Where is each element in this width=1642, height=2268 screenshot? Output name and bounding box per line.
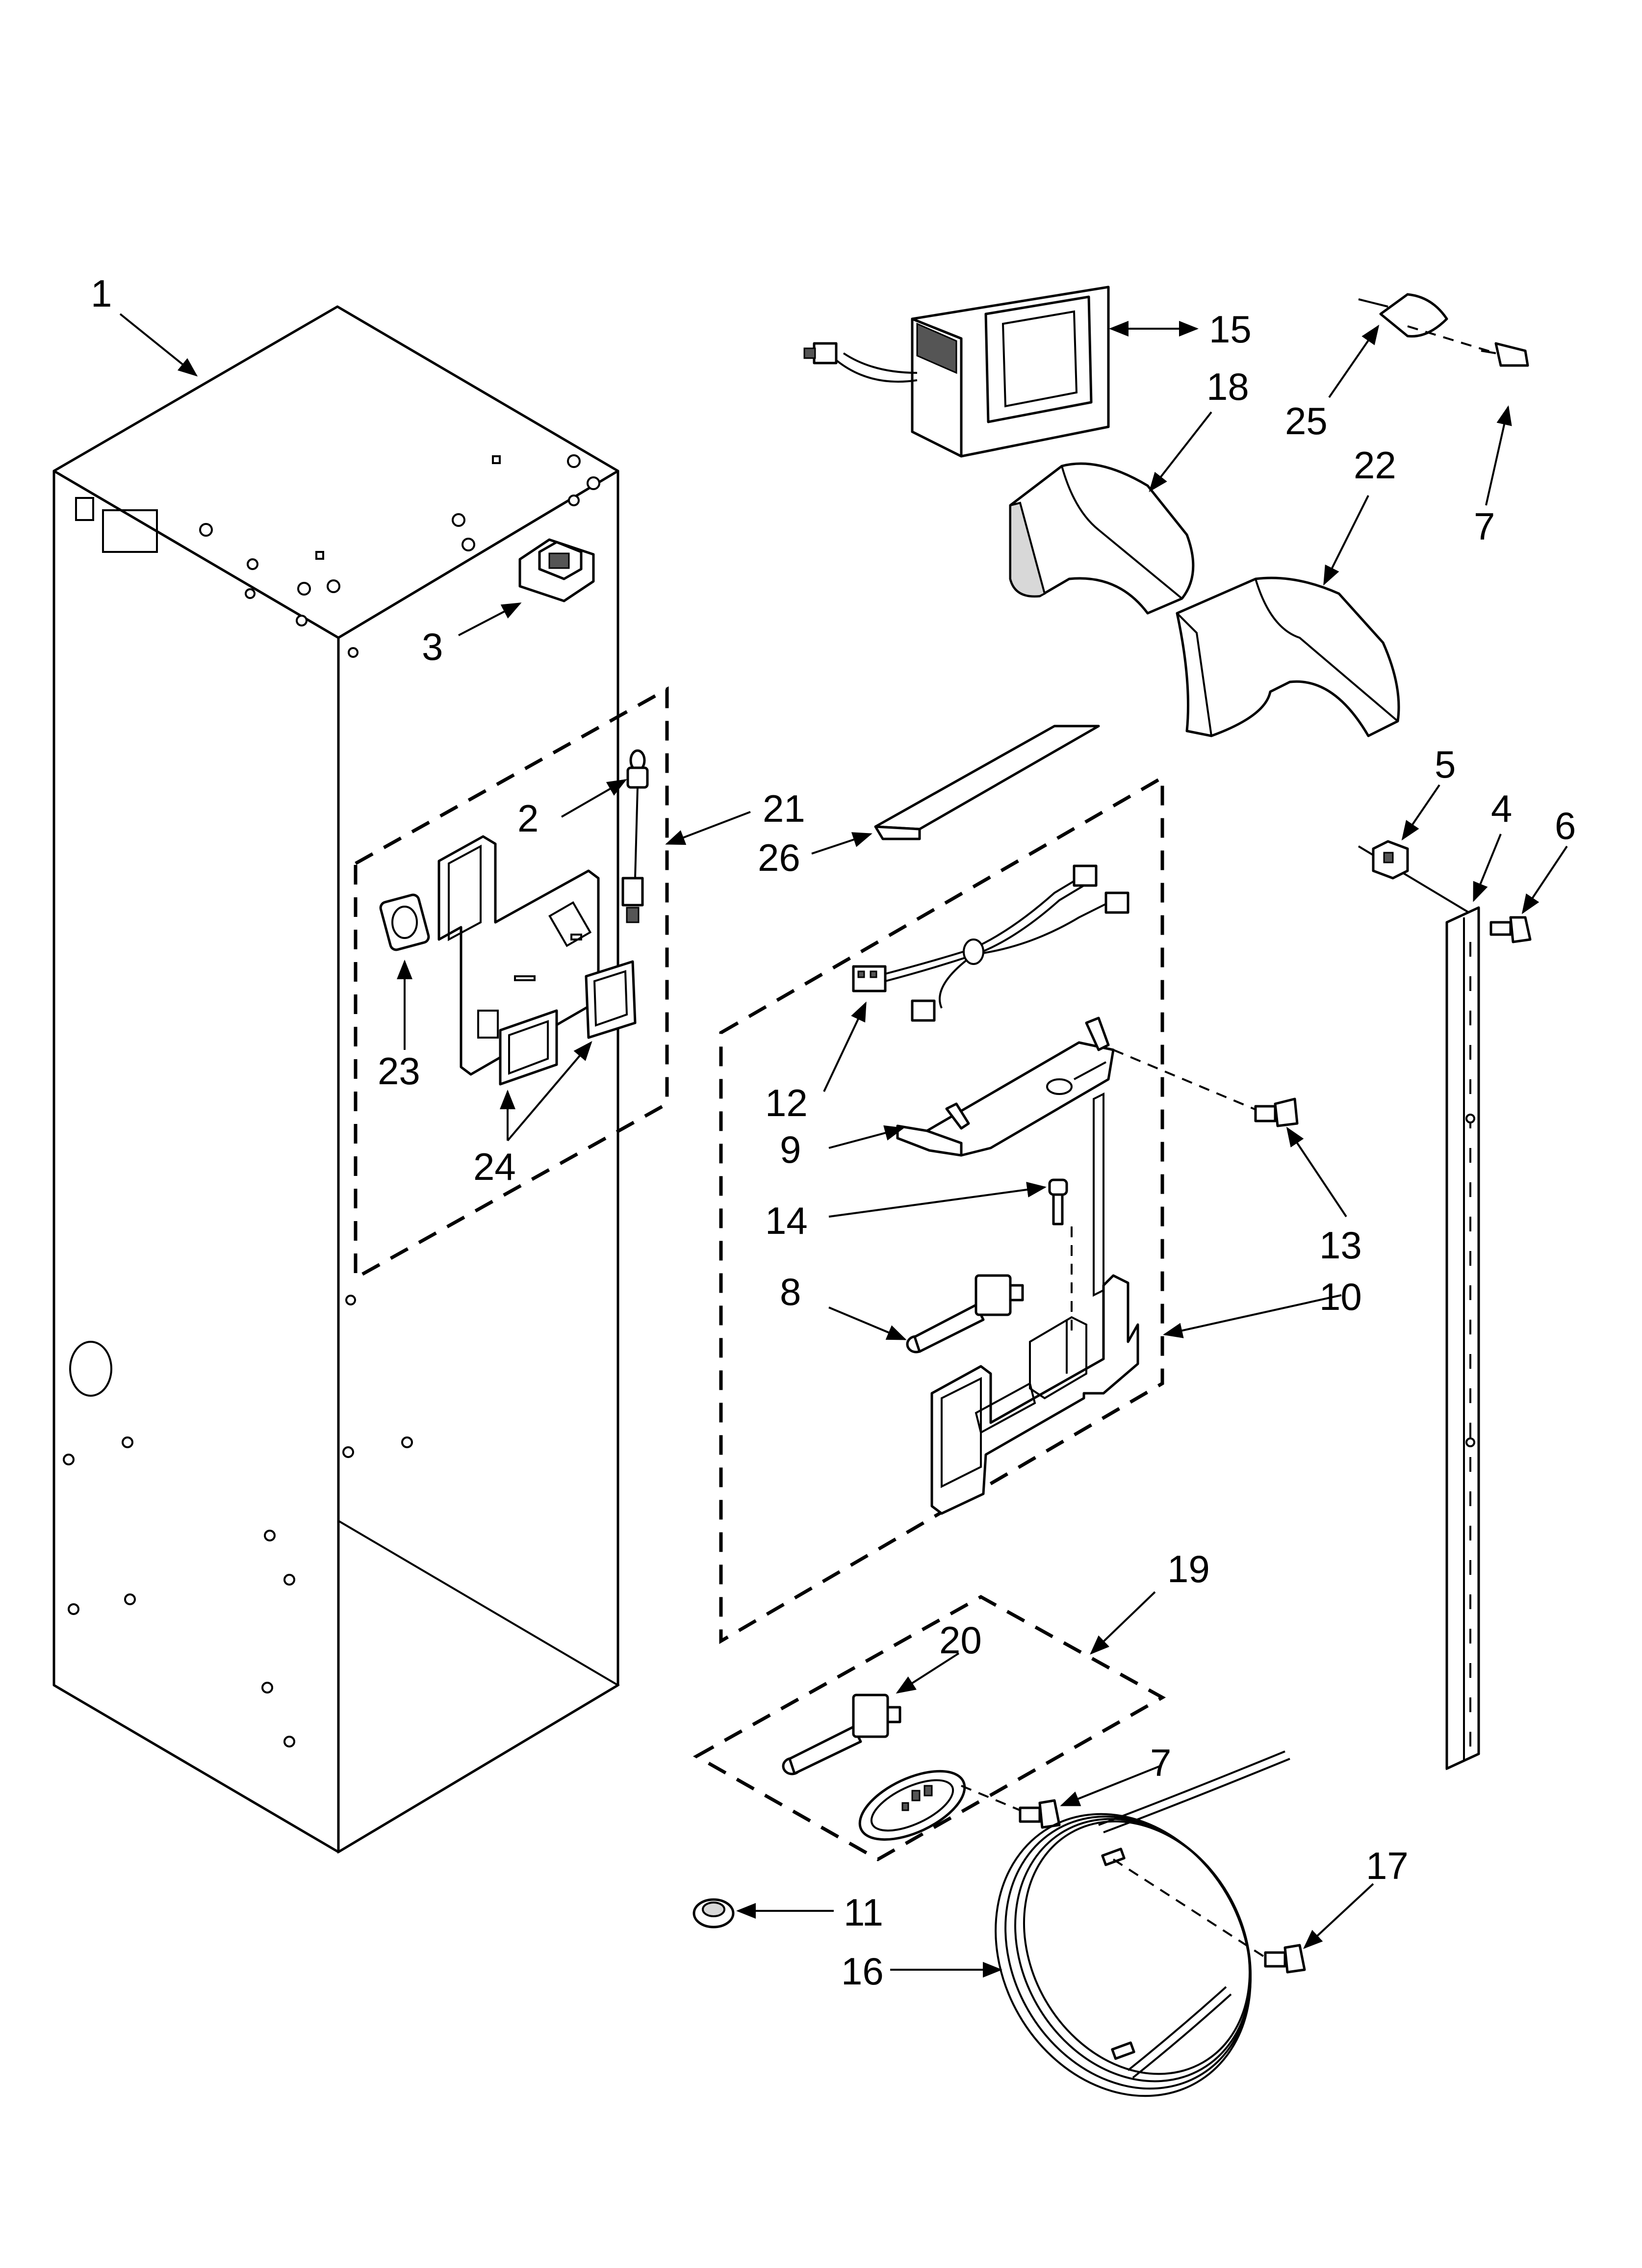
callout-13: 13 bbox=[1319, 1224, 1362, 1267]
callout-labels: 1 2 3 15 18 22 25 7 21 26 23 24 5 4 6 12… bbox=[91, 272, 1576, 1993]
control-assembly-group bbox=[354, 686, 669, 1281]
callout-23: 23 bbox=[378, 1049, 420, 1093]
callout-8: 8 bbox=[780, 1270, 801, 1313]
callout-2: 2 bbox=[517, 797, 539, 840]
strip-part-26 bbox=[874, 725, 1100, 840]
callout-26: 26 bbox=[758, 836, 800, 879]
clip-part-5 bbox=[1372, 840, 1409, 880]
fan-box-part bbox=[803, 286, 1110, 458]
callout-6: 6 bbox=[1555, 804, 1576, 847]
plug-part-11 bbox=[693, 1898, 735, 1929]
callout-14: 14 bbox=[765, 1199, 808, 1242]
rail-part-4 bbox=[1358, 845, 1480, 1771]
callout-1: 1 bbox=[91, 272, 112, 315]
screw-part-6 bbox=[1489, 916, 1532, 943]
callout-25: 25 bbox=[1285, 399, 1328, 443]
cover-part-18 bbox=[1009, 462, 1195, 615]
callout-21: 21 bbox=[763, 787, 805, 830]
callout-16: 16 bbox=[841, 1950, 884, 1993]
callout-17: 17 bbox=[1366, 1844, 1409, 1887]
callout-22: 22 bbox=[1354, 443, 1396, 487]
sensor-group-19 bbox=[693, 1594, 1166, 1862]
callout-5: 5 bbox=[1435, 743, 1456, 786]
callout-7-bottom: 7 bbox=[1150, 1741, 1171, 1784]
callout-15: 15 bbox=[1209, 308, 1252, 351]
callout-10: 10 bbox=[1319, 1275, 1362, 1318]
callout-20: 20 bbox=[939, 1618, 982, 1662]
leader-lines bbox=[119, 313, 1568, 1978]
callout-24: 24 bbox=[473, 1145, 516, 1188]
callout-11: 11 bbox=[844, 1891, 883, 1934]
callout-7-top: 7 bbox=[1474, 505, 1495, 548]
tubing-part-16 bbox=[995, 1750, 1290, 2097]
control-group-10 bbox=[719, 774, 1266, 1644]
screw-part-13 bbox=[1254, 1097, 1299, 1127]
callout-4: 4 bbox=[1491, 787, 1512, 830]
cabinet-part bbox=[52, 305, 620, 1854]
callout-18: 18 bbox=[1206, 365, 1249, 408]
bracket-part-25 bbox=[1358, 293, 1529, 367]
callout-3: 3 bbox=[422, 625, 443, 668]
callout-9: 9 bbox=[780, 1128, 801, 1171]
screw-part-17 bbox=[1264, 1944, 1306, 1974]
cover-part-22 bbox=[1176, 576, 1400, 737]
callout-12: 12 bbox=[765, 1081, 808, 1124]
callout-19: 19 bbox=[1167, 1547, 1210, 1590]
